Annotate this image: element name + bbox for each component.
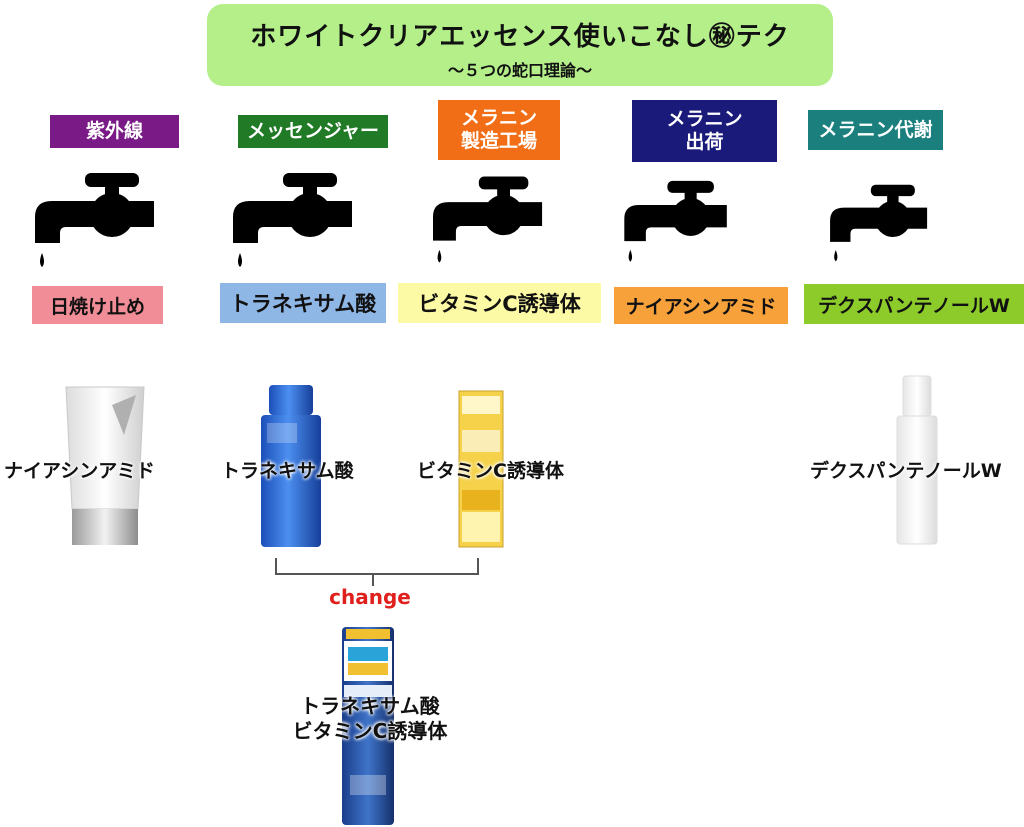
combo-product-name: トラネキサム酸 ビタミンC誘導体 (240, 694, 500, 744)
ingredient-sunscreen: 日焼け止め (32, 286, 163, 324)
faucet-icon (624, 180, 727, 262)
change-label: change (329, 585, 411, 609)
title-banner: ホワイトクリアエッセンス使いこなし㊙テク 〜５つの蛇口理論〜 (207, 4, 833, 86)
faucet-icon (35, 173, 154, 267)
product-name-niacinamide: ナイアシンアミド (4, 460, 155, 482)
dexpanthenol-bottle-image (896, 375, 938, 545)
label-messenger: メッセンジャー (238, 115, 388, 148)
label-melanin-factory: メラニン 製造工場 (438, 100, 560, 160)
product-name-dexpanthenol: デクスパンテノールW (810, 460, 1002, 482)
ingredient-vitamin-c: ビタミンC誘導体 (398, 283, 601, 323)
combo-bottle-image (342, 627, 394, 825)
combo-line-1: トラネキサム酸 (300, 694, 440, 718)
tranexamic-bottle-image (261, 385, 321, 547)
faucet-icon (233, 173, 352, 267)
vitamin-c-box-image (458, 390, 504, 548)
ingredient-tranexamic: トラネキサム酸 (220, 283, 386, 323)
faucet-icon (830, 184, 928, 262)
product-name-vitamin-c: ビタミンC誘導体 (417, 460, 564, 482)
label-melanin-metabolism: メラニン代謝 (808, 110, 943, 150)
ingredient-dexpanthenol: デクスパンテノールW (804, 284, 1024, 324)
combo-line-2: ビタミンC誘導体 (292, 719, 448, 743)
change-bracket (275, 558, 479, 586)
faucet-icon (433, 176, 543, 263)
product-name-tranexamic: トラネキサム酸 (221, 460, 354, 482)
niacinamide-tube-image (65, 386, 145, 545)
page-subtitle: 〜５つの蛇口理論〜 (447, 61, 592, 80)
label-melanin-shipping: メラニン 出荷 (632, 100, 777, 162)
ingredient-niacinamide: ナイアシンアミド (614, 287, 788, 324)
label-uv: 紫外線 (50, 115, 179, 148)
page-title: ホワイトクリアエッセンス使いこなし㊙テク (250, 22, 790, 52)
